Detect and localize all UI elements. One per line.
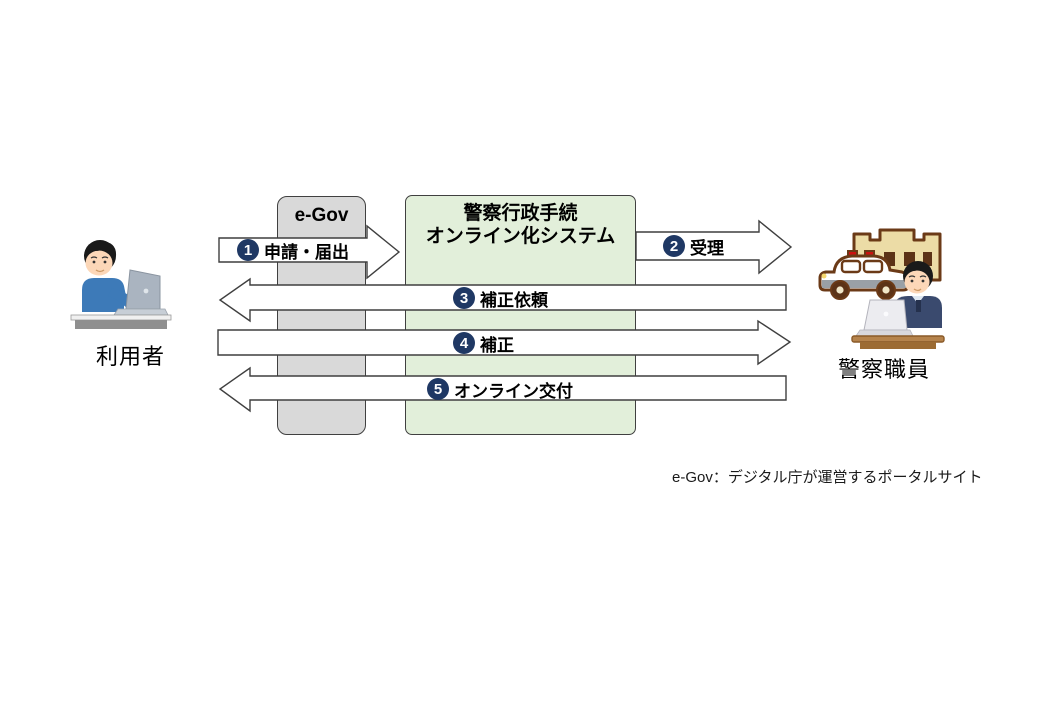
system-box-title: 警察行政手続 オンライン化システム bbox=[406, 202, 635, 248]
egov-box-label: e-Gov bbox=[294, 205, 349, 226]
arrow-2-number-badge: 2 bbox=[663, 235, 685, 257]
egov-footnote: e-Gov：デジタル庁が運営するポータルサイト bbox=[672, 469, 983, 486]
police-officer-at-desk-illustration bbox=[818, 228, 945, 349]
police-label: 警察職員 bbox=[837, 357, 930, 382]
arrow-2-acceptance-right bbox=[635, 219, 793, 275]
egov-box: e-Gov bbox=[277, 196, 366, 435]
arrow-1-number-badge: 1 bbox=[237, 239, 259, 261]
system-title-line2: オンライン化システム bbox=[425, 226, 616, 247]
arrow-2-label: 2 受理 bbox=[663, 234, 724, 258]
user-label: 利用者 bbox=[95, 344, 165, 369]
system-title-line1: 警察行政手続 bbox=[463, 203, 578, 224]
police-online-system-box: 警察行政手続 オンライン化システム bbox=[405, 195, 636, 435]
arrow-2-label-text: 受理 bbox=[690, 238, 724, 258]
person-at-laptop-illustration bbox=[70, 240, 172, 329]
